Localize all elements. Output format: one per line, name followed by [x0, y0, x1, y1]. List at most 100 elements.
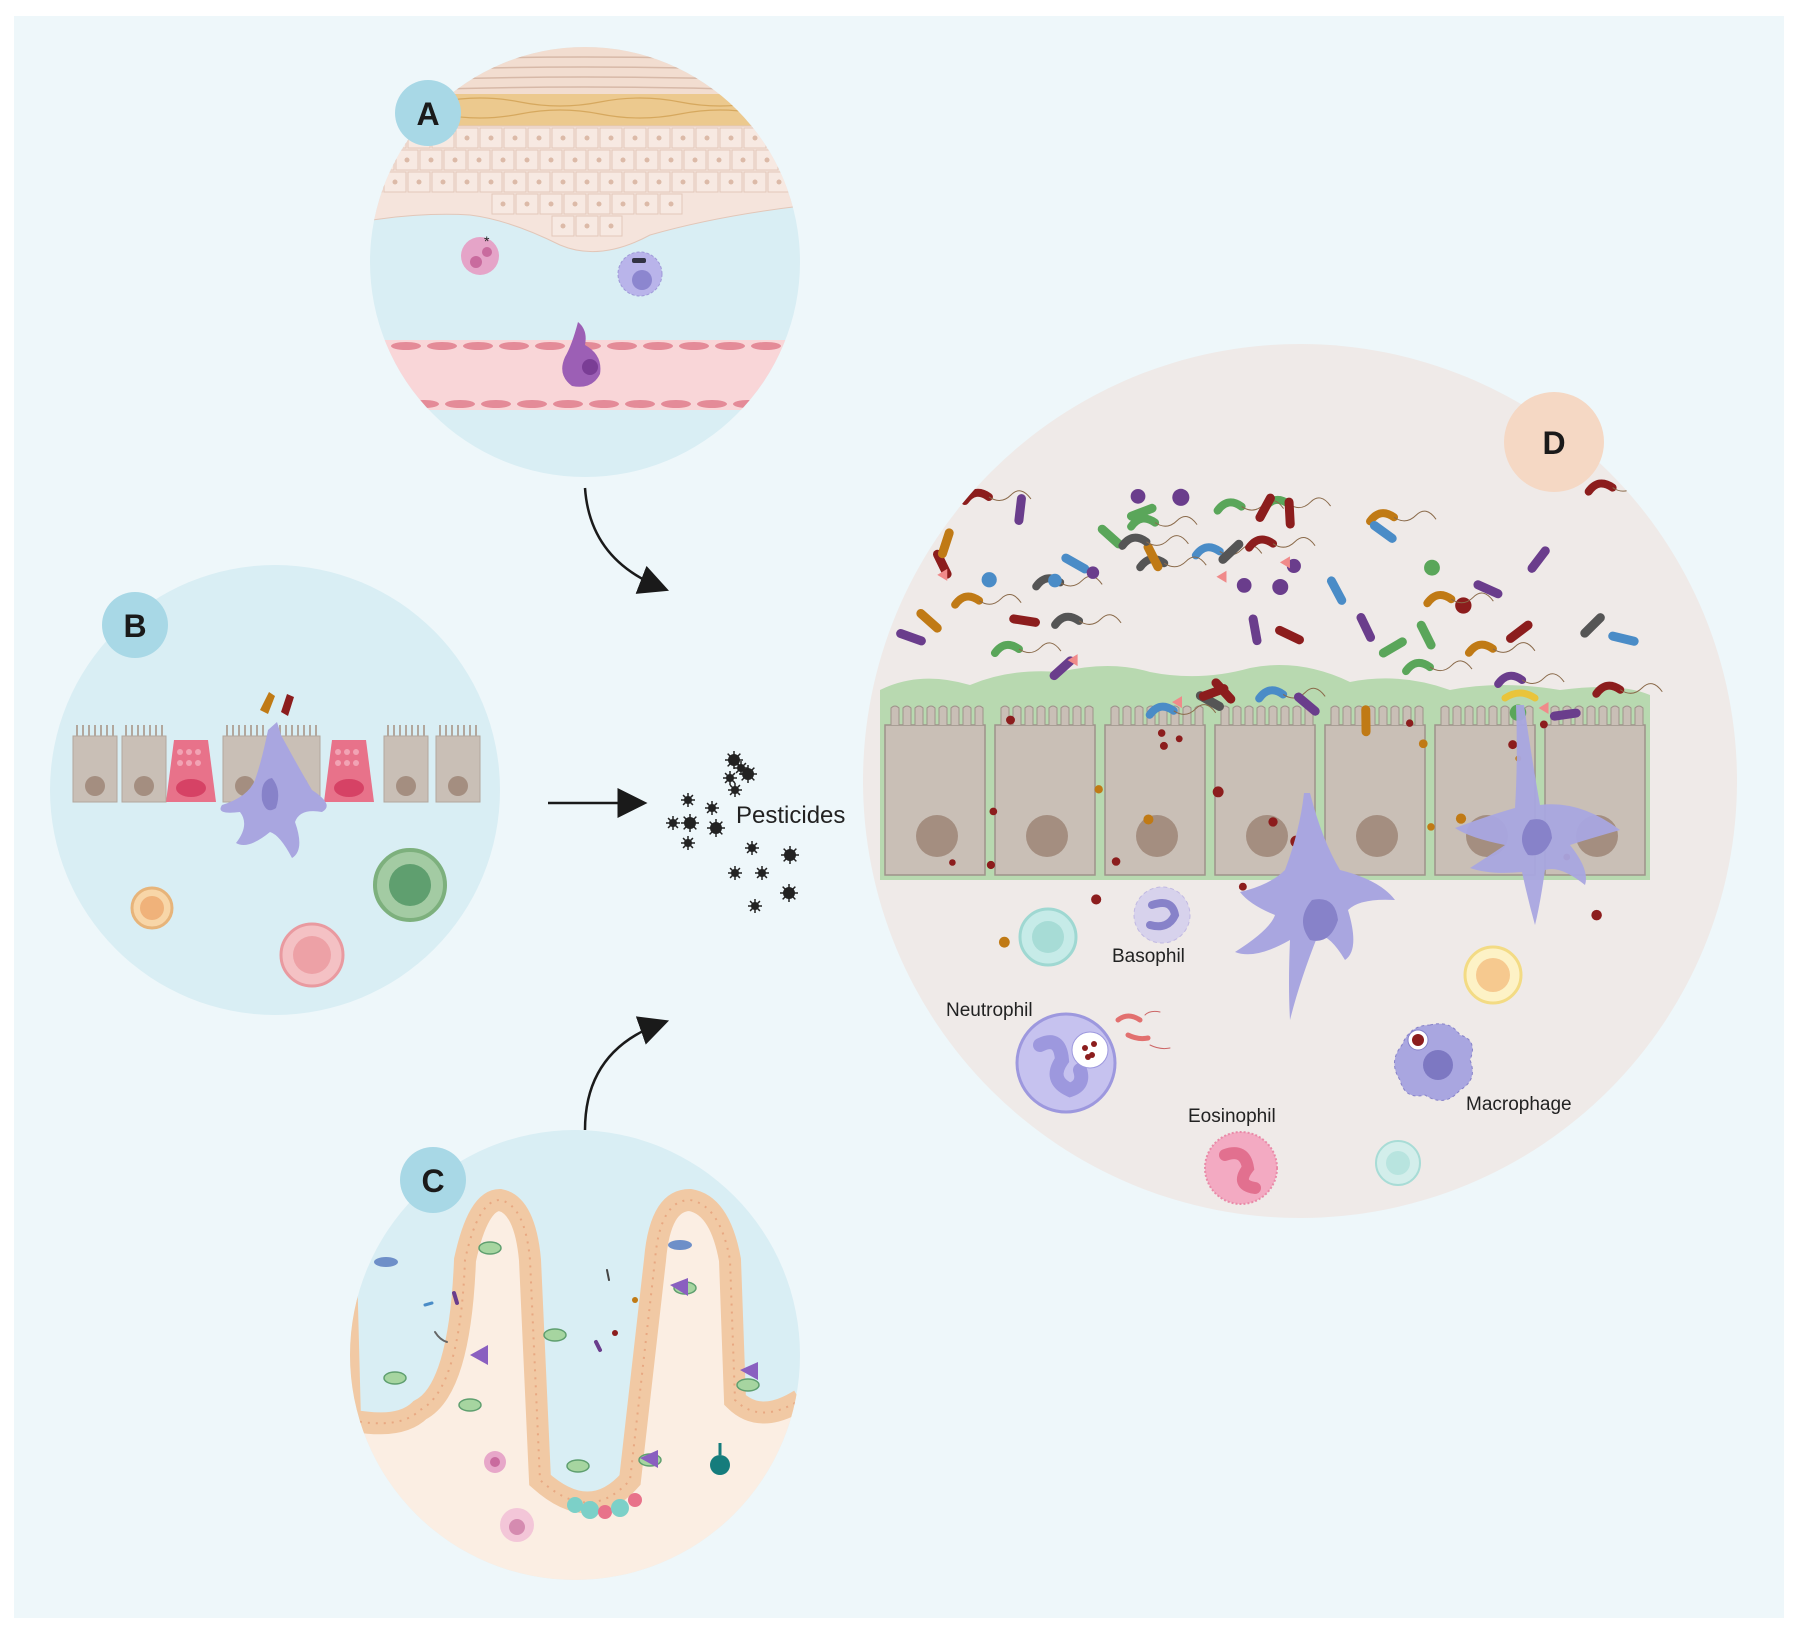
pesticide-particle	[705, 801, 719, 815]
translocated-microbe	[1268, 817, 1277, 826]
translocated-microbe	[1213, 786, 1224, 797]
pesticide-particle	[745, 841, 759, 855]
keratinocyte-nucleus	[573, 158, 578, 163]
mast-cell-yellow	[1465, 947, 1521, 1003]
microvillus	[1489, 706, 1497, 725]
keratinocyte-nucleus	[573, 202, 578, 207]
label-eosinophil: Eosinophil	[1188, 1106, 1276, 1127]
cell-nucleus	[448, 776, 468, 796]
microvillus	[1501, 706, 1509, 725]
neutrophil-cell	[1017, 1014, 1115, 1112]
keratinocyte-nucleus	[717, 158, 722, 163]
pesticide-particle	[707, 819, 725, 837]
immune-cell	[618, 252, 662, 296]
microvillus	[1257, 706, 1265, 725]
mucin-granule	[353, 749, 359, 755]
endothelial-cell	[427, 342, 457, 350]
translocated-microbe	[1239, 883, 1247, 891]
keratinocyte-nucleus	[405, 158, 410, 163]
microvillus	[1465, 706, 1473, 725]
label-basophil: Basophil	[1112, 946, 1185, 967]
keratinocyte-nucleus	[477, 158, 482, 163]
translocated-microbe	[1591, 910, 1602, 921]
endothelial-cell	[697, 400, 727, 408]
keratinocyte-nucleus	[609, 180, 614, 185]
microvillus	[1635, 706, 1643, 725]
translocated-microbe	[1091, 894, 1101, 904]
rod-bacterium	[1613, 636, 1634, 641]
keratinocyte-nucleus	[681, 180, 686, 185]
keratinocyte-nucleus	[393, 180, 398, 185]
keratinocyte-nucleus	[657, 180, 662, 185]
coccus	[1455, 597, 1471, 613]
translocated-microbe	[1456, 814, 1466, 824]
translocated-microbe	[1112, 857, 1121, 866]
keratinocyte-nucleus	[741, 158, 746, 163]
microvillus	[1111, 706, 1119, 725]
mucin-granule	[344, 760, 350, 766]
keratinocyte-nucleus	[561, 224, 566, 229]
endothelial-cell	[517, 400, 547, 408]
translocated-microbe	[949, 859, 956, 866]
microvillus	[1183, 706, 1191, 725]
keratinocyte-nucleus	[465, 180, 470, 185]
keratinocyte-nucleus	[585, 180, 590, 185]
mucin-granule	[186, 760, 192, 766]
endothelial-cell	[391, 342, 421, 350]
mucin-granule	[177, 760, 183, 766]
translocated-microbe	[989, 808, 997, 816]
endothelial-cell	[715, 342, 745, 350]
keratinocyte-nucleus	[645, 158, 650, 163]
label-macrophage: Macrophage	[1466, 1094, 1572, 1115]
microvillus	[1085, 706, 1093, 725]
microvillus	[1379, 706, 1387, 725]
endothelial-cell	[481, 400, 511, 408]
keratinocyte-nucleus	[729, 180, 734, 185]
endothelial-cell	[625, 400, 655, 408]
keratinocyte-nucleus	[705, 180, 710, 185]
microvillus	[1037, 706, 1045, 725]
keratinocyte-nucleus	[681, 136, 686, 141]
badge-a-letter: A	[416, 96, 439, 132]
enterocyte-nucleus	[1136, 815, 1178, 857]
rod-bacterium	[1253, 619, 1257, 641]
mucin-granule	[195, 760, 201, 766]
pesticide-particle	[681, 814, 699, 832]
keratinocyte-nucleus	[417, 180, 422, 185]
keratinocyte-nucleus	[633, 136, 638, 141]
keratinocyte-nucleus	[705, 136, 710, 141]
translocated-microbe	[1406, 719, 1413, 726]
microvillus	[1441, 706, 1449, 725]
endothelial-cell	[643, 342, 673, 350]
keratinocyte-nucleus	[597, 158, 602, 163]
keratinocyte-nucleus	[777, 180, 782, 185]
microvillus	[1331, 706, 1339, 725]
microvillus	[1587, 706, 1595, 725]
keratinocyte-nucleus	[693, 158, 698, 163]
keratinocyte-nucleus	[729, 136, 734, 141]
lymphocyte-small	[1376, 1141, 1420, 1185]
endothelial-cell	[535, 342, 565, 350]
svg-text:*: *	[484, 233, 490, 249]
keratinocyte-nucleus	[537, 136, 542, 141]
keratinocyte-nucleus	[645, 202, 650, 207]
microvillus	[1453, 706, 1461, 725]
microvillus	[1281, 706, 1289, 725]
pesticide-particle	[681, 836, 695, 850]
basophil-cell	[1134, 887, 1190, 943]
goblet-nucleus	[176, 779, 206, 797]
eosinophil-cell	[1205, 1132, 1277, 1204]
coccus	[1048, 574, 1062, 588]
cell-nucleus	[396, 776, 416, 796]
coccus	[1237, 578, 1252, 593]
endothelial-cell	[661, 400, 691, 408]
keratinocyte-nucleus	[549, 158, 554, 163]
keratinocyte-nucleus	[609, 136, 614, 141]
translocated-microbe	[1158, 729, 1166, 737]
keratinocyte-nucleus	[585, 224, 590, 229]
pesticide-particle	[781, 846, 799, 864]
microvillus	[1623, 706, 1631, 725]
pesticide-particle	[780, 884, 798, 902]
microvillus	[915, 706, 923, 725]
enterocyte-nucleus	[916, 815, 958, 857]
